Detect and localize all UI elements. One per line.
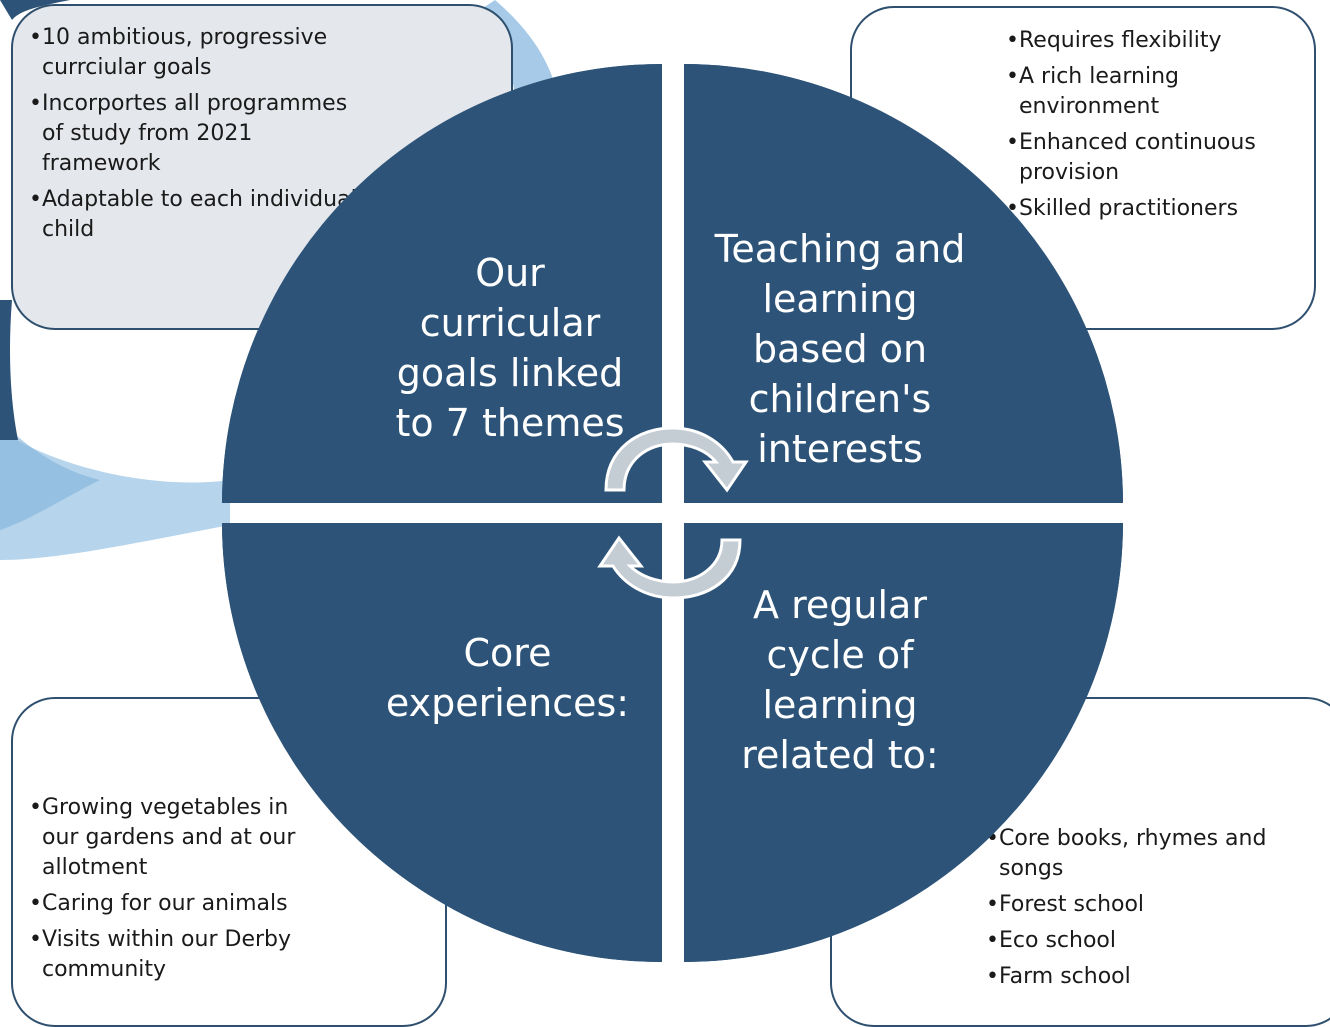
teaching-list: Requires flexibility A rich learning env… (1006, 26, 1296, 230)
list-item: Incorportes all programmes of study from… (29, 89, 359, 179)
experiences-list: Growing vegetables in our gardens and at… (29, 793, 329, 991)
list-item: Skilled practitioners (1006, 194, 1296, 224)
list-item: Forest school (986, 890, 1306, 920)
list-item: Enhanced continuous provision (1006, 128, 1296, 188)
quadrant-label-learning-cycle: A regular cycle of learning related to: (741, 583, 939, 777)
experiences-text-box: Growing vegetables in our gardens and at… (11, 697, 447, 1027)
quadrant-label-teaching-learning: Teaching and learning based on children'… (714, 227, 966, 471)
list-item: Caring for our animals (29, 889, 329, 919)
quadrant-label-curricular-goals: Our curricular goals linked to 7 themes (395, 251, 625, 445)
list-item: A rich learning environment (1006, 62, 1296, 122)
cycle-list: Core books, rhymes and songs Forest scho… (986, 824, 1306, 998)
list-item: Farm school (986, 962, 1306, 992)
list-item: Adaptable to each individual child (29, 185, 359, 245)
list-item: Requires flexibility (1006, 26, 1296, 56)
list-item: Eco school (986, 926, 1306, 956)
list-item: Core books, rhymes and songs (986, 824, 1306, 884)
list-item: Growing vegetables in our gardens and at… (29, 793, 329, 883)
list-item: 10 ambitious, progressive currciular goa… (29, 23, 359, 83)
goals-list: 10 ambitious, progressive currciular goa… (29, 23, 359, 251)
quadrant-label-core-experiences: Core experiences: (385, 631, 630, 725)
list-item: Visits within our Derby community (29, 925, 329, 985)
